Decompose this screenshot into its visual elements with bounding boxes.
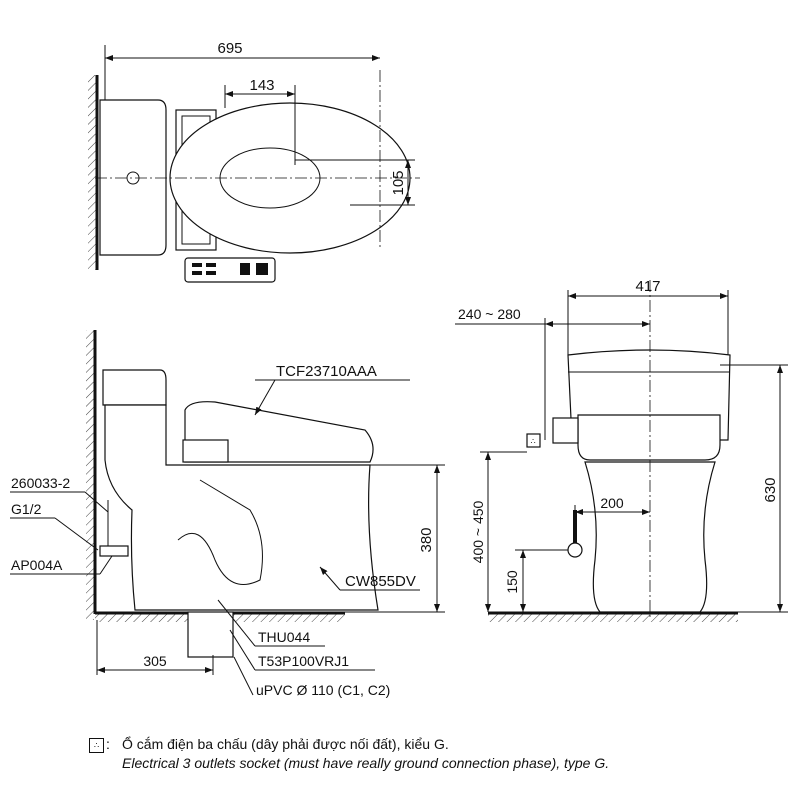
drain-pipe — [187, 611, 234, 658]
top-view: 695 143 105 — [88, 40, 420, 283]
dim-seat-offset: 143 — [249, 77, 274, 94]
tank-lid — [102, 369, 167, 406]
adapter-part-label: T53P100VRJ1 — [258, 653, 349, 669]
dim-width: 417 — [635, 278, 660, 295]
washlet-side-box — [552, 417, 579, 444]
legend-separator: : — [106, 736, 110, 752]
hose-part-label: 260033-2 — [11, 475, 70, 491]
dim-rough-in: 305 — [143, 653, 167, 669]
flange-part-label: THU044 — [258, 629, 310, 645]
front-view: ∴ 417 240 ~ 280 630 400 ~ 450 150 200 — [455, 278, 788, 622]
bowl-model-label: CW855DV — [345, 573, 416, 590]
dim-total-height: 630 — [762, 477, 779, 502]
dim-overall-length: 695 — [217, 40, 242, 57]
dim-supply-height: 150 — [504, 570, 520, 594]
dim-seat-width: 105 — [390, 170, 407, 195]
legend-text-en: Electrical 3 outlets socket (must have r… — [122, 755, 610, 771]
washlet-front — [577, 414, 721, 461]
washlet-seat — [184, 401, 374, 463]
seat-model-label: TCF23710AAA — [276, 363, 377, 380]
electrical-socket-icon — [526, 433, 541, 448]
wall-hatch — [88, 75, 96, 270]
tank-top — [99, 99, 167, 256]
svg-text:∴: ∴ — [530, 437, 535, 446]
legend-text-vi: Ổ cắm điện ba chấu (dây phải được nối đấ… — [122, 736, 449, 752]
valve-part-label: AP004A — [11, 557, 63, 573]
electrical-socket-icon: ∴ — [89, 738, 104, 753]
toilet-body-side — [104, 404, 379, 611]
dim-bowl-height: 380 — [418, 527, 435, 552]
thread-size-label: G1/2 — [11, 501, 42, 517]
supply-valve — [567, 542, 583, 558]
dim-socket-offset: 240 ~ 280 — [458, 306, 521, 322]
washlet-housing — [182, 439, 229, 463]
dim-socket-height: 400 ~ 450 — [470, 500, 486, 563]
side-view: TCF23710AAA 260033-2 G1/2 AP004A CW855DV… — [10, 330, 445, 698]
dim-supply-offset: 200 — [600, 495, 624, 511]
drain-pipe-label: uPVC Ø 110 (C1, C2) — [256, 682, 390, 698]
angle-valve — [99, 545, 129, 557]
